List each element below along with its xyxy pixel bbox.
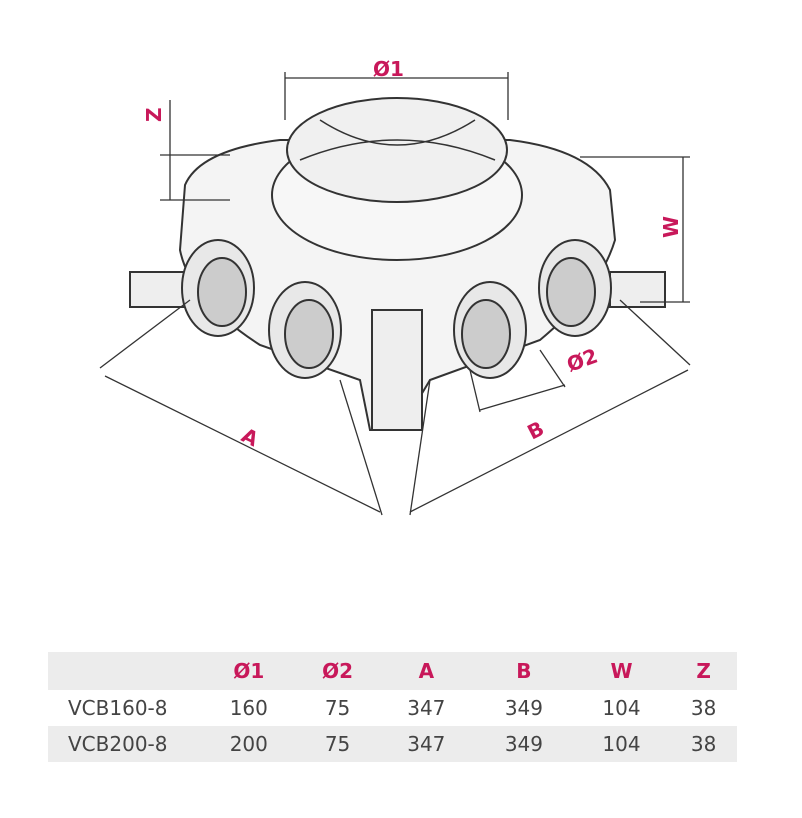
cell: 104 <box>602 696 641 720</box>
cell: 160 <box>229 696 268 720</box>
dimension-label-w: W <box>659 216 683 238</box>
cell: 349 <box>475 726 573 762</box>
cell: 347 <box>407 696 446 720</box>
cell: 75 <box>324 696 351 720</box>
dimension-label-z: Z <box>142 107 166 122</box>
cell-model: VCB160-8 <box>68 696 168 720</box>
hub-dimension-drawing: Ø1 Z W Ø2 A B <box>99 57 691 516</box>
dimension-label-b: B <box>523 416 547 444</box>
top-collar <box>271 97 523 261</box>
header-model <box>48 652 200 690</box>
cell: 349 <box>504 696 544 720</box>
table-header-row: Ø1 Ø2 A B W Z <box>48 652 737 690</box>
dimension-lines <box>99 72 691 516</box>
table-row: VCB160-8 160 75 347 349 104 38 <box>48 690 737 726</box>
dimensions-table: Ø1 Ø2 A B W Z VCB160-8 160 75 347 349 10… <box>48 652 737 762</box>
dimension-label-d1: Ø1 <box>373 57 404 81</box>
dimension-label-a: A <box>238 423 263 452</box>
header-w: W <box>572 652 671 690</box>
cell: 38 <box>690 696 717 720</box>
cell: 38 <box>670 726 737 762</box>
header-z: Z <box>670 652 737 690</box>
cell: 104 <box>572 726 671 762</box>
header-d2: Ø2 <box>297 652 378 690</box>
cell: 200 <box>200 726 298 762</box>
cell: 75 <box>297 726 378 762</box>
dimension-label-d2: Ø2 <box>564 344 601 377</box>
header-a: A <box>377 652 476 690</box>
header-b: B <box>475 652 573 690</box>
header-d1: Ø1 <box>200 652 298 690</box>
cell: 347 <box>377 726 476 762</box>
outlet-ports <box>181 239 612 379</box>
cell-model: VCB200-8 <box>48 726 200 762</box>
table-row: VCB200-8 200 75 347 349 104 38 <box>48 726 737 762</box>
